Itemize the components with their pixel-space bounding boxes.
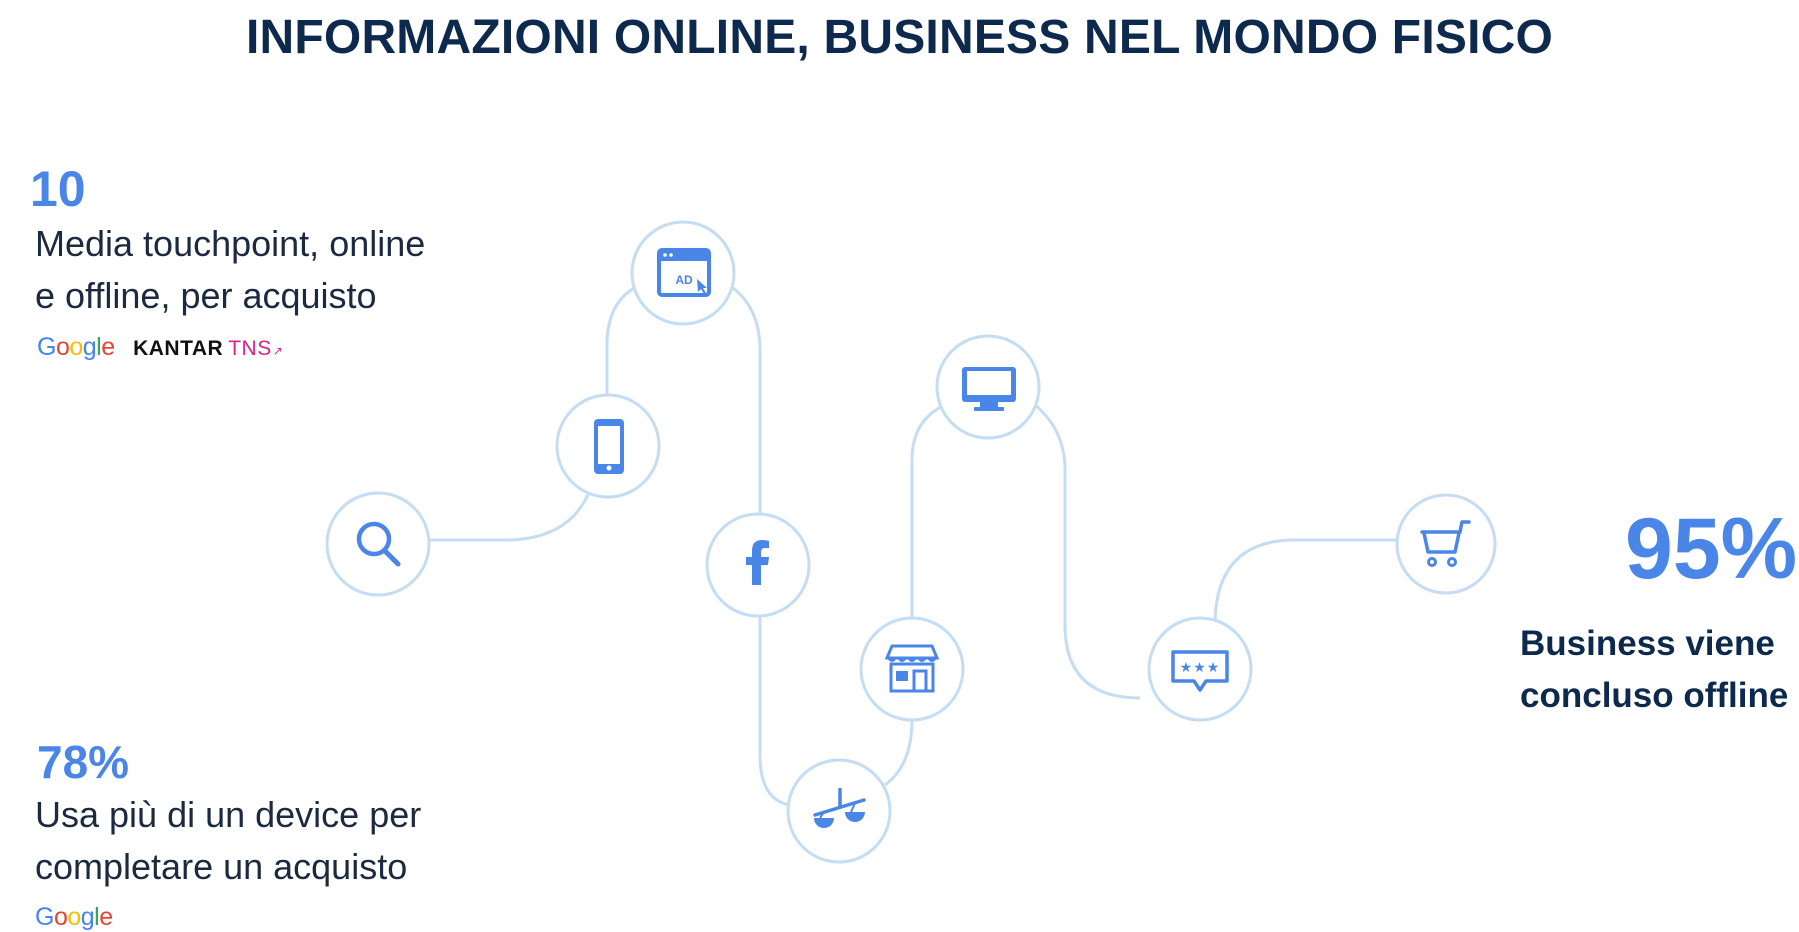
journey-path (430, 278, 1400, 807)
devices-sources: Google (35, 903, 113, 932)
svg-text:AD: AD (675, 273, 693, 287)
offline-description: Business viene concluso offline (1520, 618, 1788, 722)
devices-description: Usa più di un device per completare un a… (35, 789, 421, 893)
store-icon (884, 644, 940, 693)
journey-node-smartphone (555, 393, 661, 499)
offline-line-1: Business viene (1520, 624, 1775, 663)
search-icon (356, 521, 401, 567)
tns-arrow-icon: ↗ (272, 344, 284, 358)
google-logo-2: Google (35, 903, 113, 931)
journey-node-desktop (935, 334, 1041, 440)
smartphone-icon (594, 419, 624, 474)
shopping-cart-icon (1420, 520, 1471, 567)
kantar-logo: KANTAR (133, 337, 224, 360)
journey-node-search (325, 491, 431, 597)
touchpoints-description: Media touchpoint, online e offline, per … (35, 218, 425, 322)
ad-browser-icon: AD (657, 248, 711, 297)
google-logo: Google (37, 333, 115, 361)
journey-node-facebook (705, 512, 811, 618)
journey-node-ad: AD (630, 220, 736, 326)
journey-node-store (859, 616, 965, 722)
devices-line-1: Usa più di un device per (35, 794, 422, 835)
offline-number: 95% (1625, 501, 1798, 597)
svg-text:★★★: ★★★ (1180, 660, 1221, 676)
desktop-monitor-icon (962, 367, 1016, 411)
touchpoints-line-1: Media touchpoint, online (35, 223, 426, 264)
page-title: INFORMAZIONI ONLINE, BUSINESS NEL MONDO … (245, 11, 1554, 64)
touchpoints-line-2: e offline, per acquisto (35, 275, 377, 316)
journey-node-compare (786, 758, 892, 864)
tns-logo: TNS (228, 337, 272, 360)
review-stars-icon: ★★★ (1171, 650, 1229, 692)
facebook-icon (746, 540, 769, 585)
journey-node-cart (1395, 493, 1497, 595)
journey-node-reviews: ★★★ (1147, 616, 1253, 722)
touchpoints-number: 10 (30, 161, 86, 217)
offline-line-2: concluso offline (1520, 676, 1789, 715)
devices-line-2: completare un acquisto (35, 846, 408, 887)
scale-compare-icon (813, 788, 866, 828)
devices-number: 78% (37, 736, 130, 788)
